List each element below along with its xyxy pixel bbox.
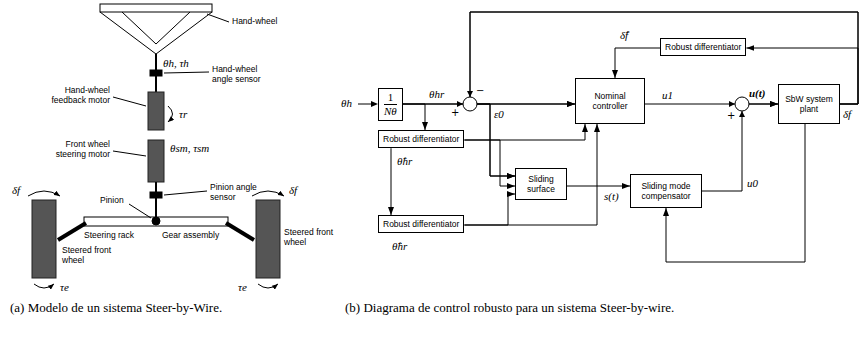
steering-rack [84,217,228,226]
front-wheel [256,200,280,278]
part-label: Hand-wheel angle sensor [212,65,272,85]
signal-connector [403,104,425,130]
input-wire [358,104,372,105]
figure-caption: (b) Diagrama de control robusto para un … [345,300,860,317]
torque-label: τe [238,279,247,296]
differentiator-block: Robust differentiator [378,130,464,148]
block-text: 1 [384,91,397,105]
signal-connector [615,48,660,78]
angle-label: δf [12,182,20,199]
steering-motor [148,140,164,182]
part-label: Pinion angle sensor [210,183,270,203]
signal-connector [464,194,515,225]
front-wheel [32,200,56,278]
block-text: Sliding mode compensator [635,181,697,201]
angle-sensor [150,70,162,76]
torque-label: τe [60,279,69,296]
leader-line [113,151,146,156]
arrow-head [371,101,378,107]
signal-label: θ̂̈hr [392,238,407,255]
signal-label: u1 [662,87,673,104]
figure-caption: (a) Modelo de un sistema Steer-by-Wire. [10,300,335,317]
signal-label: δf [843,106,851,123]
compensator-block: Sliding mode compensator [630,174,702,208]
signal-label: θsm, τsm [170,140,209,157]
steer-angle-arrow [28,191,60,196]
summing-junction [463,97,477,111]
leader-line [129,204,151,218]
leader-line [113,97,146,106]
part-label: Gear assembly [162,231,219,241]
controller-block: Nominal controller [575,78,645,124]
differentiator-block: Robust differentiator [378,215,464,233]
signal-label: δ̂̇f [620,27,628,44]
signal-label: θhr [429,86,444,103]
gain-block: 1Nθ [378,88,403,121]
signal-label: u(t) [749,85,766,102]
block-text: Nθ [384,105,397,118]
leader-line [207,14,229,22]
signal-label: θh, τh [163,55,189,72]
differentiator-block: Robust differentiator [660,38,746,56]
part-label: Steered front wheel [62,246,118,266]
sign-label: + [451,106,459,119]
gear-assembly [152,217,160,225]
sign-label: + [727,109,735,122]
signal-label: s(t) [604,188,619,205]
part-label: Hand-wheel feedback motor [38,86,110,106]
signal-connector [702,104,778,191]
arrow-head [729,101,735,107]
signal-connector [470,12,858,176]
steer-angle-arrow [252,191,284,196]
signal-connector [567,186,630,187]
sign-label: − [476,84,484,97]
signal-connector [464,124,597,225]
tie-rod [226,223,254,240]
pinion-shaft [155,182,157,217]
arrow-head [457,101,463,107]
block-text: Robust differentiator [665,42,741,52]
hand-wheel-rim [100,4,212,12]
leader-line [164,72,209,73]
block-text: Robust differentiator [383,219,459,229]
signal-label: τr [179,106,187,123]
tie-rod [58,223,86,240]
signal-connector [464,124,585,140]
torque-arrow [168,106,173,122]
pinion-sensor [150,192,162,198]
signal-label: u0 [747,175,758,192]
part-label: Steered front wheel [284,228,340,248]
arrow-head [467,91,473,97]
plant-block: SbW system plant [778,84,840,124]
signal-label: θh [341,95,352,112]
signal-connector [391,148,392,215]
arrow-head [739,111,745,117]
part-label: Steering rack [84,231,134,241]
surface-block: Sliding surface [515,168,567,200]
block-text: Robust differentiator [383,134,459,144]
block-text: Sliding surface [520,174,562,194]
part-label: Hand-wheel [232,17,277,27]
feedback-motor [148,92,164,130]
block-text: SbW system plant [783,94,835,114]
hand-wheel-spokes [100,12,212,54]
part-label: Pinion [100,196,124,206]
summing-junction [735,97,749,111]
torque-arrow [258,284,278,288]
angle-label: δf [289,182,297,199]
signal-label: ε0 [494,106,504,123]
torque-arrow [34,284,54,288]
hand-wheel-spokes [122,12,190,44]
part-label: Front wheel steering motor [38,140,110,160]
leader-line [164,191,207,195]
signal-label: θ̂̇hr [397,153,412,170]
block-text: Nominal controller [580,91,640,111]
